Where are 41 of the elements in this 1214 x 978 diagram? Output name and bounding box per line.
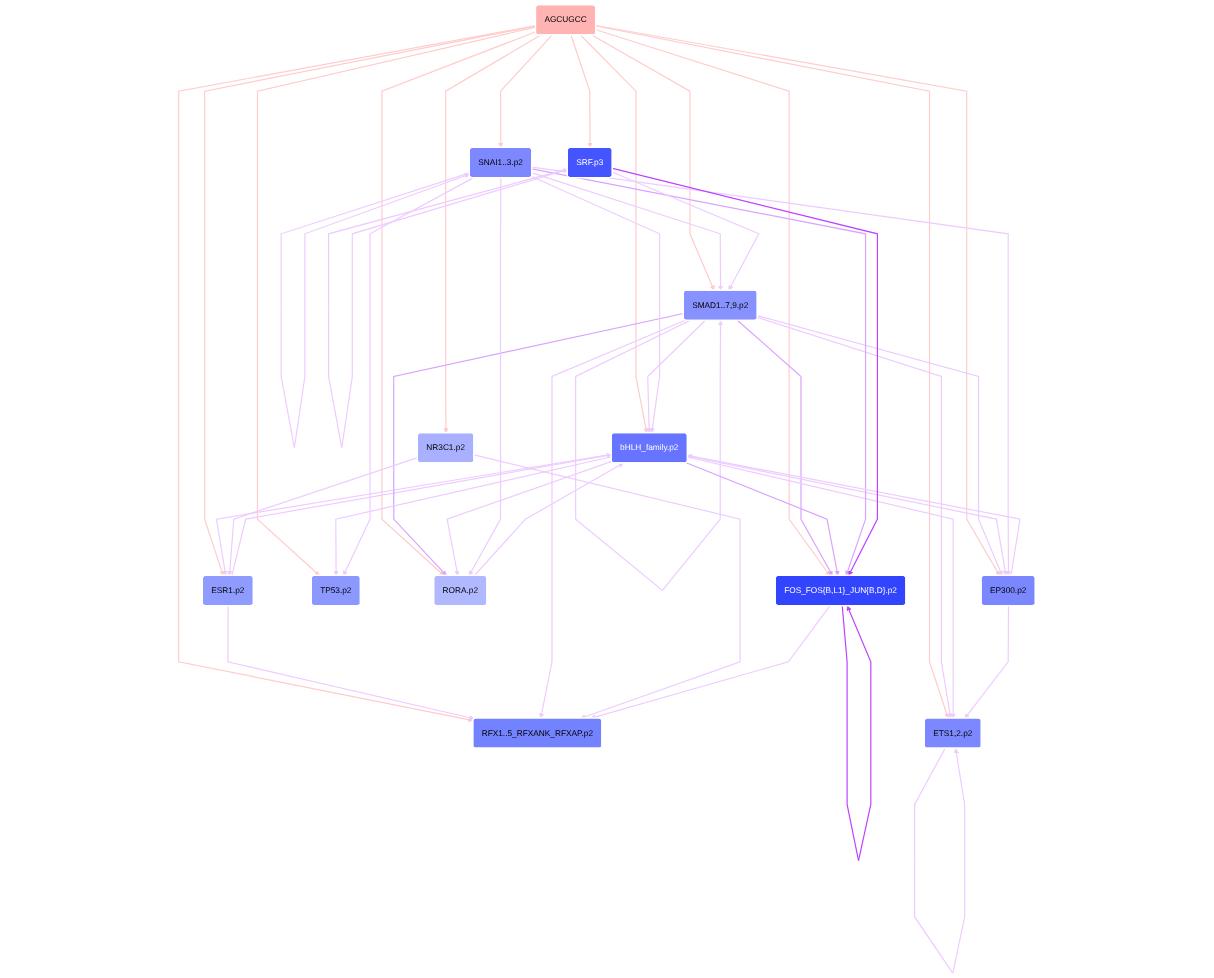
- arrow: [580, 34, 649, 434]
- arrow: [204, 25, 537, 576]
- arrow: [531, 175, 661, 434]
- arrow: [446, 460, 613, 576]
- arrow: [531, 168, 867, 576]
- arrow: [914, 747, 966, 974]
- arrow: [381, 31, 537, 576]
- arrow: [756, 316, 953, 719]
- arrow: [473, 454, 741, 720]
- arrow: [280, 172, 471, 449]
- arrow: [227, 605, 475, 721]
- arrow: [256, 26, 537, 576]
- arrow: [685, 462, 840, 576]
- arrow: [646, 319, 706, 434]
- arrow: [611, 171, 760, 291]
- arrow: [687, 456, 956, 719]
- arrow: [443, 34, 542, 434]
- arrow: [531, 166, 1012, 576]
- arrow: [595, 29, 831, 576]
- arrow: [393, 312, 685, 576]
- arrow: [575, 319, 724, 591]
- arrow: [498, 34, 553, 148]
- arrow: [590, 605, 831, 720]
- arrow: [737, 319, 833, 576]
- arrow: [328, 168, 569, 449]
- arrow: [756, 315, 1003, 576]
- arrow: [591, 34, 715, 291]
- arrow: [570, 34, 593, 148]
- arrow: [333, 456, 613, 576]
- arrow: [841, 605, 872, 862]
- arrow: [595, 24, 1000, 576]
- arrow: [178, 25, 537, 723]
- arrow: [611, 167, 878, 576]
- arrow: [343, 177, 474, 576]
- arrow: [531, 172, 724, 291]
- arrow: [595, 25, 950, 719]
- arrow: [539, 319, 686, 719]
- arrow: [964, 605, 1010, 719]
- arrow: [227, 457, 419, 576]
- arrow: [468, 177, 502, 576]
- arrow: [473, 462, 624, 577]
